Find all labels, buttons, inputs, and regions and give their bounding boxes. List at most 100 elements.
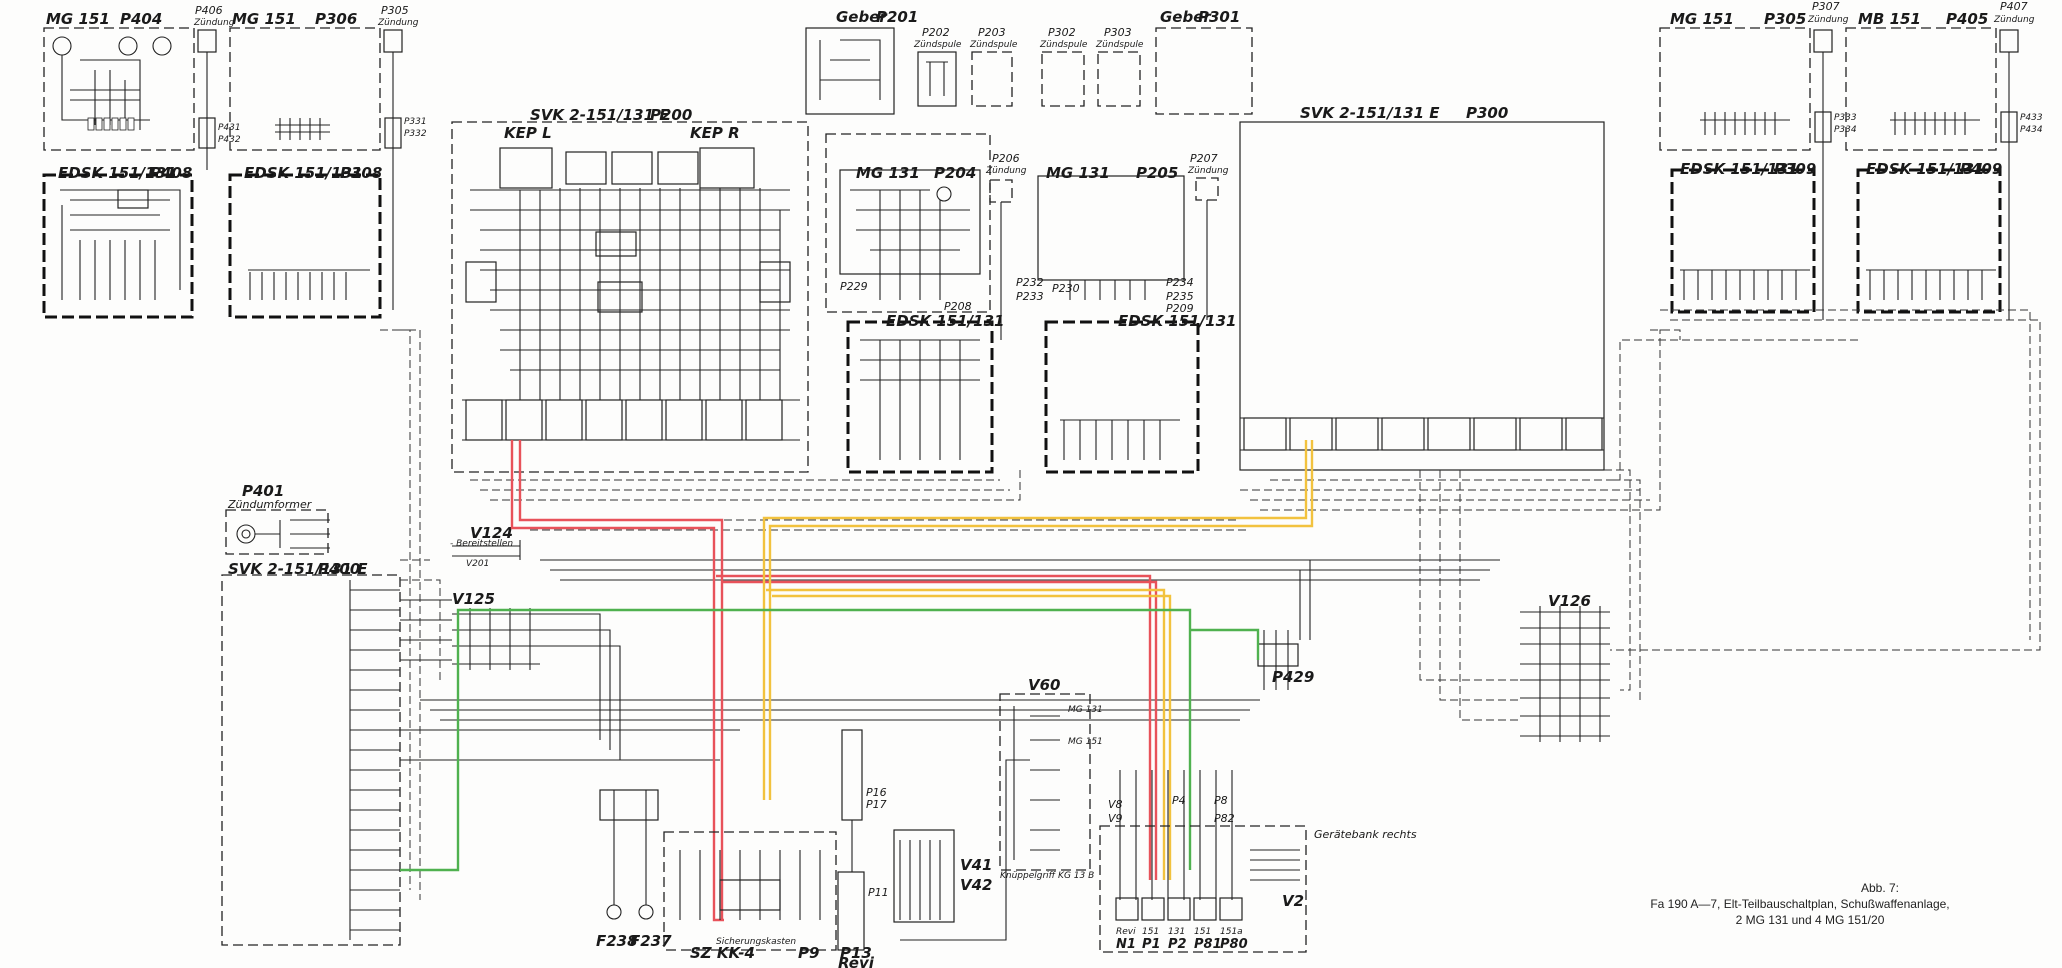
p407-sub: Zündung [1993, 15, 2035, 25]
v126-label: V126 [1548, 592, 1591, 610]
szkk4-label: SZ KK-4 [690, 944, 755, 962]
edsk-right-a-label: EDSK 151/131 [1680, 160, 1798, 178]
p405-label: P405 [1946, 10, 1988, 28]
bank-pin-3: P81 [1194, 937, 1222, 952]
p429-block: P429 [1257, 630, 1314, 690]
svk-p200-box: SVK 2-151/131 E P200 KEP L KEP R [451, 106, 809, 473]
v9-label: V9 [1108, 812, 1123, 825]
v2-label: V2 [1282, 892, 1304, 910]
mg151-a-label: MG 151 [46, 10, 110, 28]
v124-block: V124 - Bereitstellen V201 [450, 524, 521, 569]
left-edsk-b-group: EDSK 151/131 P308 [228, 164, 382, 319]
p401-zuendumformer: P401 Zündumformer [225, 482, 330, 555]
p235-label: P235 [1166, 290, 1194, 303]
v125-label: V125 [452, 590, 495, 608]
right-mg151-a-group: MG 151 P305 [1659, 10, 1811, 151]
p303-sub: Zündspule [1095, 40, 1144, 50]
p300-label: P300 [1466, 104, 1508, 122]
p232-label: P232 [1016, 276, 1044, 289]
mg131-p204-box: MG 131 P204 P229 P208 [825, 133, 991, 313]
p307-sub: Zündung [1807, 15, 1849, 25]
p82-label: P82 [1214, 812, 1235, 825]
edsk-p209-box: EDSK 151/131 [1044, 312, 1236, 474]
szkk4-block: Sicherungskasten SZ KK-4 P9 [663, 831, 837, 962]
svk-p300-box: SVK 2-151/131 E P300 [1239, 104, 1605, 471]
p11-label: P11 [868, 886, 889, 899]
revi-label: Revi [838, 954, 875, 968]
p305-right-label: P305 [1764, 10, 1806, 28]
p433-label: P433 [2020, 113, 2043, 123]
p203-zuendspule: P203 Zündspule [969, 26, 1018, 107]
caption-line2: Fa 190 A—7, Elt-Teilbauschaltplan, Schuß… [1650, 897, 1949, 911]
svk-p200-connectors [465, 399, 783, 441]
p303-zuendspule: P303 Zündspule [1095, 26, 1144, 107]
v60-mg151: MG 151 [1068, 737, 1103, 747]
v201-label: V201 [466, 559, 489, 569]
v60-mg131: MG 131 [1068, 705, 1103, 715]
p305-left-label: P305 [381, 4, 409, 17]
knueppelgriff-label: Knüppelgriff KG 13 B [1000, 871, 1094, 881]
p303-label: P303 [1104, 26, 1132, 39]
bank-col-0: Revi [1116, 927, 1136, 937]
p207-sub: Zündung [1187, 166, 1229, 176]
svk-p200-label: SVK 2-151/131 E [530, 106, 670, 124]
p202-label: P202 [922, 26, 950, 39]
caption-line3: 2 MG 131 und 4 MG 151/20 [1736, 913, 1885, 927]
p429-label: P429 [1272, 668, 1314, 686]
p432-label: P432 [218, 135, 241, 145]
kep-l-label: KEP L [504, 124, 552, 142]
bank-col-2: 131 [1168, 927, 1185, 937]
p8-label: P8 [1214, 794, 1228, 807]
v126-block: V126 [1520, 592, 1610, 742]
p13-label: P13 [840, 944, 872, 962]
p207-label: P207 [1190, 152, 1218, 165]
p200-label: P200 [650, 106, 692, 124]
p400-label: P400 [318, 560, 360, 578]
svk-p400-box: SVK 2-151/131 E P400 [221, 560, 401, 946]
p309-label: P309 [1774, 160, 1816, 178]
f238-f237-lamps: F238 F237 [596, 789, 672, 950]
p302-zuendspule: P302 Zündspule [1039, 26, 1088, 107]
p230-label: P230 [1052, 282, 1080, 295]
p202-sub: Zündspule [913, 40, 962, 50]
p206-ignition: P206 Zündung P232 P233 [985, 152, 1044, 340]
p233-label: P233 [1016, 290, 1044, 303]
p307-label: P307 [1812, 0, 1840, 13]
bank-col-1: 151 [1142, 927, 1159, 937]
bank-col-3: 151 [1194, 927, 1211, 937]
p234-label: P234 [1166, 276, 1194, 289]
p308-label: P308 [340, 164, 382, 182]
p406-sub: Zündung [193, 18, 235, 28]
bank-pin-2: P2 [1168, 937, 1187, 952]
edsk-p208-box: EDSK 151/131 [846, 312, 1004, 474]
edsk-right-b-label: EDSK 151/131 [1866, 160, 1984, 178]
svk-p300-connectors [1243, 417, 1603, 451]
left-mg151-b-group: MG 151 P306 [229, 10, 381, 151]
p302-sub: Zündspule [1039, 40, 1088, 50]
p305-ignition-left: P305 Zündung P331 P332 [377, 4, 427, 310]
right-edsk-a-group: EDSK 151/131 P309 [1670, 160, 1816, 314]
p202-zuendspule: P202 Zündspule [913, 26, 962, 107]
geber-p301: Geber P301 [1155, 8, 1253, 115]
p407-ignition: P407 Zündung P433 P434 [1993, 0, 2043, 320]
mg151-right-b-label: MB 151 [1858, 10, 1921, 28]
revi-p16-p17-p13: P16 P17 P11 P13 Revi [837, 729, 889, 968]
p17-label: P17 [866, 798, 887, 811]
p301-label: P301 [1198, 8, 1240, 26]
p305-left-sub: Zündung [377, 18, 419, 28]
right-edsk-b-group: EDSK 151/131 P409 [1856, 160, 2002, 314]
caption-line1: Abb. 7: [1861, 881, 1899, 895]
p201-label: P201 [876, 8, 918, 26]
geber-right-label: Geber [1160, 8, 1212, 26]
p206-label: P206 [992, 152, 1020, 165]
p408-label: P408 [150, 164, 192, 182]
p206-sub: Zündung [985, 166, 1027, 176]
mg131-left-label: MG 131 [856, 164, 920, 182]
v41-label: V41 [960, 856, 992, 874]
p207-ignition: P207 Zündung [1187, 152, 1229, 320]
p401-label: P401 [242, 482, 284, 500]
geraetebank-rechts: Gerätebank rechts V2 V8 V9 P4 P8 P82 Rev… [1099, 770, 1417, 953]
